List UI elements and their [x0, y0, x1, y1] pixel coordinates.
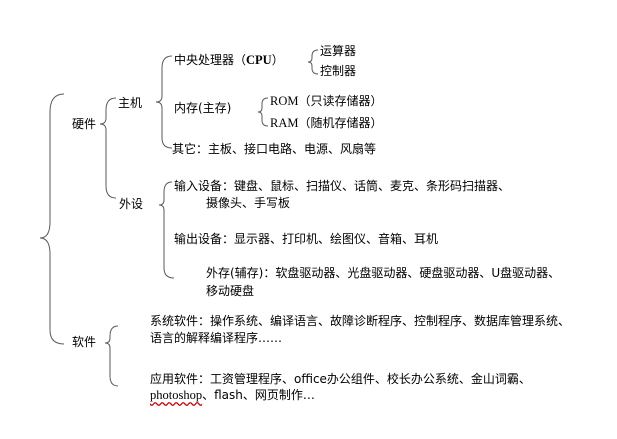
- brace-peripherals: [158, 181, 175, 279]
- application-software-line2: photoshop、flash、网页制作…: [150, 388, 315, 402]
- peripherals-label: 外设: [119, 197, 144, 211]
- brace-host: [155, 55, 173, 149]
- rom-label: ROM（只读存储器）: [270, 94, 383, 108]
- host-label: 主机: [118, 96, 143, 110]
- system-software-line1: 系统软件：操作系统、编译语言、故障诊断程序、控制程序、数据库管理系统、: [150, 314, 571, 328]
- software-label: 软件: [72, 335, 97, 349]
- cpu-part-alu: 运算器: [320, 44, 357, 58]
- input-devices-line2: 摄像头、手写板: [206, 196, 291, 210]
- brace-memory: [257, 97, 269, 127]
- brace-outer: [39, 93, 65, 345]
- brace-cpu: [307, 49, 319, 75]
- host-other: 其它：主板、接口电路、电源、风扇等: [172, 142, 377, 156]
- brace-hardware: [99, 97, 117, 199]
- ram-label: RAM（随机存储器）: [270, 116, 383, 130]
- external-storage-line1: 外存(辅存)：软盘驱动器、光盘驱动器、硬盘驱动器、U盘驱动器、: [206, 266, 561, 280]
- application-software-line1: 应用软件：工资管理程序、office办公组件、校长办公系统、金山词霸、: [150, 372, 531, 386]
- hardware-label: 硬件: [72, 117, 97, 131]
- brace-software: [104, 325, 119, 387]
- external-storage-line2: 移动硬盘: [206, 284, 255, 298]
- cpu-part-control: 控制器: [320, 64, 357, 78]
- memory-label: 内存(主存): [174, 101, 232, 115]
- input-devices-line1: 输入设备：键盘、鼠标、扫描仪、话筒、麦克、条形码扫描器、: [174, 179, 511, 193]
- cpu-label: 中央处理器（CPU）: [174, 53, 284, 67]
- output-devices: 输出设备：显示器、打印机、绘图仪、音箱、耳机: [174, 232, 439, 246]
- system-software-line2: 语言的解释编译程序……: [150, 331, 283, 345]
